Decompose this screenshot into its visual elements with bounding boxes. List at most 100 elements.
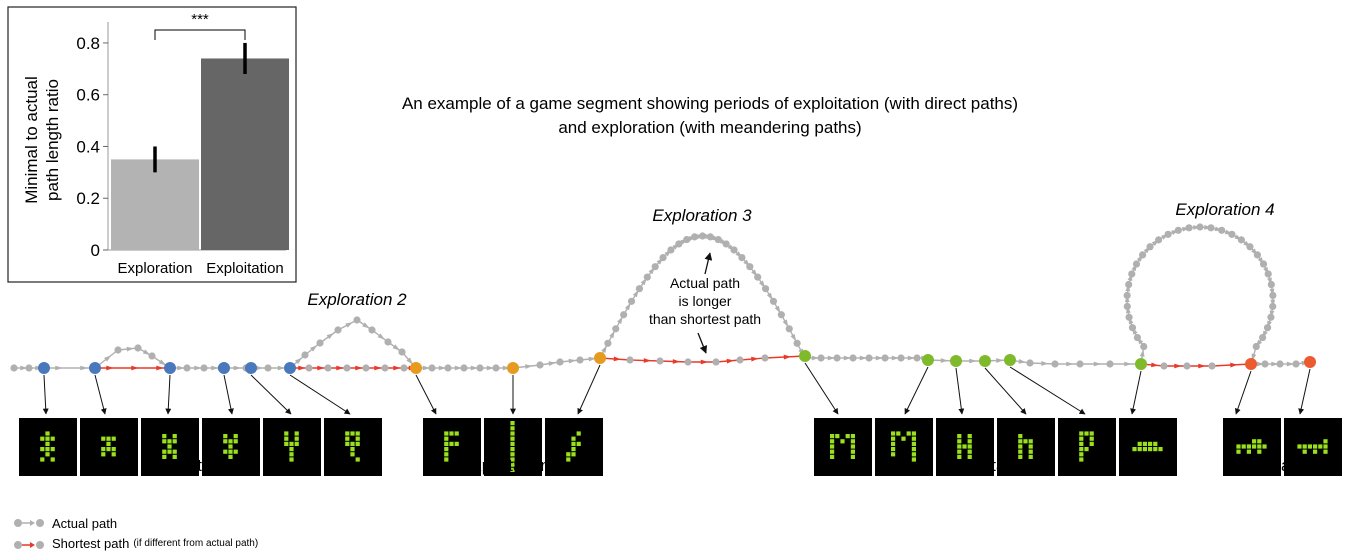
path-arrowhead [996, 358, 1004, 363]
shape-cell [911, 436, 916, 441]
shape-cell [957, 439, 962, 444]
path-dot [746, 263, 754, 271]
shape-cell [106, 441, 111, 446]
path-dot [1237, 236, 1246, 244]
shape-cell [345, 431, 350, 436]
path-dot [706, 233, 714, 241]
frame-connector-arrow [577, 364, 601, 415]
shape-cell [957, 454, 962, 459]
path-arrowhead [601, 345, 607, 353]
shape-cell [167, 439, 172, 444]
path-arrowhead [158, 359, 166, 366]
shape-cell [911, 452, 916, 457]
frame-connector-arrow [904, 366, 929, 415]
shape-cell [162, 454, 167, 459]
path-dot [675, 240, 683, 248]
path-arrowhead [940, 358, 948, 363]
shape-cell [284, 441, 289, 446]
shape-cell [891, 431, 896, 436]
path-dot [1228, 230, 1236, 238]
path-dot [1269, 291, 1277, 300]
path-arrowhead [726, 358, 734, 364]
path-arrowhead [969, 358, 977, 364]
path-arrowhead [298, 365, 306, 371]
shape-cell [1153, 441, 1158, 446]
x-tick-label: Exploitation [206, 260, 284, 277]
shape-cell [1307, 444, 1312, 449]
key-node [1135, 358, 1147, 370]
path-arrowhead [20, 365, 28, 371]
exploitation-2-label: Exploitation 2 [462, 456, 564, 475]
exploitation-4-label: Exploitation 4 [1230, 456, 1332, 475]
path-arrowhead [1041, 361, 1049, 366]
path-arrowhead [751, 356, 759, 362]
path-dot [400, 364, 408, 372]
shape-cell [571, 436, 576, 441]
path-arrowhead [613, 356, 621, 362]
path-dot [1139, 251, 1147, 259]
path-arrowhead [438, 365, 446, 371]
shape-cell [835, 434, 840, 439]
shape-cell [111, 447, 116, 452]
path-dot [817, 354, 825, 362]
path-arrowhead [783, 354, 791, 360]
path-dot [556, 358, 564, 366]
shape-cell [850, 449, 855, 454]
shape-cell [1142, 441, 1147, 446]
shape-cell [1142, 447, 1147, 452]
path-dot [761, 285, 770, 293]
path-dot [1183, 362, 1191, 370]
path-arrowhead [295, 357, 303, 365]
path-dot [754, 273, 762, 281]
path-arrowhead [277, 365, 285, 371]
path-arrowhead [907, 355, 915, 361]
path-arrowhead [1018, 358, 1026, 364]
shape-cell [850, 439, 855, 444]
shape-cell [510, 421, 515, 426]
key-node [922, 354, 934, 366]
shape-cell [571, 447, 576, 452]
path-arrowhead [336, 365, 344, 371]
path-dot [476, 364, 484, 372]
legend-actual: Actual path [48, 513, 258, 533]
shape-cell [1132, 447, 1137, 452]
shape-cell [1262, 444, 1267, 449]
shape-cell [101, 447, 106, 452]
path-arrowhead [827, 355, 835, 361]
x-tick-label: Exploration [117, 260, 192, 277]
frame-connector-arrow [165, 374, 172, 415]
path-arrowhead [255, 365, 263, 371]
shape-cell [510, 452, 515, 457]
shape-cell [284, 436, 289, 441]
path-arrowhead [525, 364, 533, 370]
frame-connector-arrow [42, 374, 49, 415]
game-frame [997, 418, 1055, 476]
shape-cell [45, 431, 50, 436]
path-dot [651, 263, 659, 271]
shape-cell [891, 441, 896, 446]
path-arrowhead [486, 365, 494, 371]
shape-cell [294, 436, 299, 441]
path-arrowhead [126, 346, 134, 352]
exploration-4-label: Exploration 4 [1175, 200, 1274, 219]
shape-cell [172, 434, 177, 439]
path-dot [1174, 226, 1182, 234]
path-dot [684, 358, 692, 366]
path-dot [381, 364, 389, 372]
shape-cell [510, 457, 515, 462]
path-dot [635, 285, 644, 293]
shape-cell [289, 441, 294, 446]
shape-cell [350, 447, 355, 452]
path-dot [897, 354, 905, 362]
shape-cell [571, 452, 576, 457]
path-arrowhead [326, 332, 334, 340]
path-dot [1185, 224, 1193, 232]
shape-cell [172, 439, 177, 444]
key-node [507, 362, 519, 374]
path-arrowhead [374, 365, 382, 371]
path-arrowhead [156, 365, 164, 371]
shape-cell [345, 436, 350, 441]
annotation-arrow-down [697, 332, 708, 354]
shape-cell [228, 454, 233, 459]
path-dot [659, 253, 667, 262]
